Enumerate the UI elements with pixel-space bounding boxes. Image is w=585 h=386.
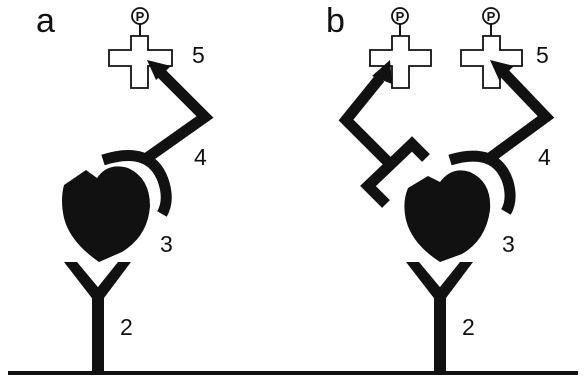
panel-a-arm: [143, 70, 214, 163]
panel-a-arc: [101, 150, 172, 217]
panel-b-letter: b: [326, 2, 345, 40]
panel-b-cross-right: [460, 35, 523, 89]
panel-a-label-ligand: 3: [160, 231, 173, 257]
panel-a-label-receptor: 2: [120, 314, 133, 340]
panel-a-letter: a: [36, 2, 55, 40]
panel-b-label-arm: 4: [538, 144, 551, 170]
panel-b-left-phospho-circle: [391, 7, 409, 25]
panel-b-receptor: [406, 262, 473, 374]
panel-a-receptor: [64, 262, 131, 374]
panel-a-ligand: [62, 166, 150, 262]
panel-b-arm-left: [338, 74, 396, 170]
panel-b-left-phospho-label: P: [396, 9, 405, 24]
panel-a-phospho-label: P: [136, 9, 145, 24]
panel-b-label-ligand: 3: [502, 231, 515, 257]
panel-b-label-receptor: 2: [462, 314, 475, 340]
panel-b-arm-right: [486, 70, 555, 163]
panel-b-label-cross: 5: [536, 42, 549, 68]
panel-a-label-arm: 4: [194, 144, 207, 170]
panel-b-right-phospho-label: P: [487, 9, 496, 24]
panel-b-arc: [448, 150, 516, 215]
panel-b-arrow-right: [490, 60, 514, 80]
panel-a-label-cross: 5: [192, 42, 205, 68]
panel-a-cross: [108, 35, 173, 89]
panel-a-arrow: [147, 60, 171, 80]
panel-b-right-phospho-circle: [482, 7, 500, 25]
panel-b: b P P 5 4 3 2: [326, 2, 555, 374]
panel-b-ligand: [404, 170, 491, 262]
panel-a: a P 5 4 3 2: [36, 2, 214, 374]
membrane-line: [8, 371, 578, 375]
panel-a-phospho-circle: [131, 7, 149, 25]
panel-b-cross-left: [369, 35, 432, 89]
